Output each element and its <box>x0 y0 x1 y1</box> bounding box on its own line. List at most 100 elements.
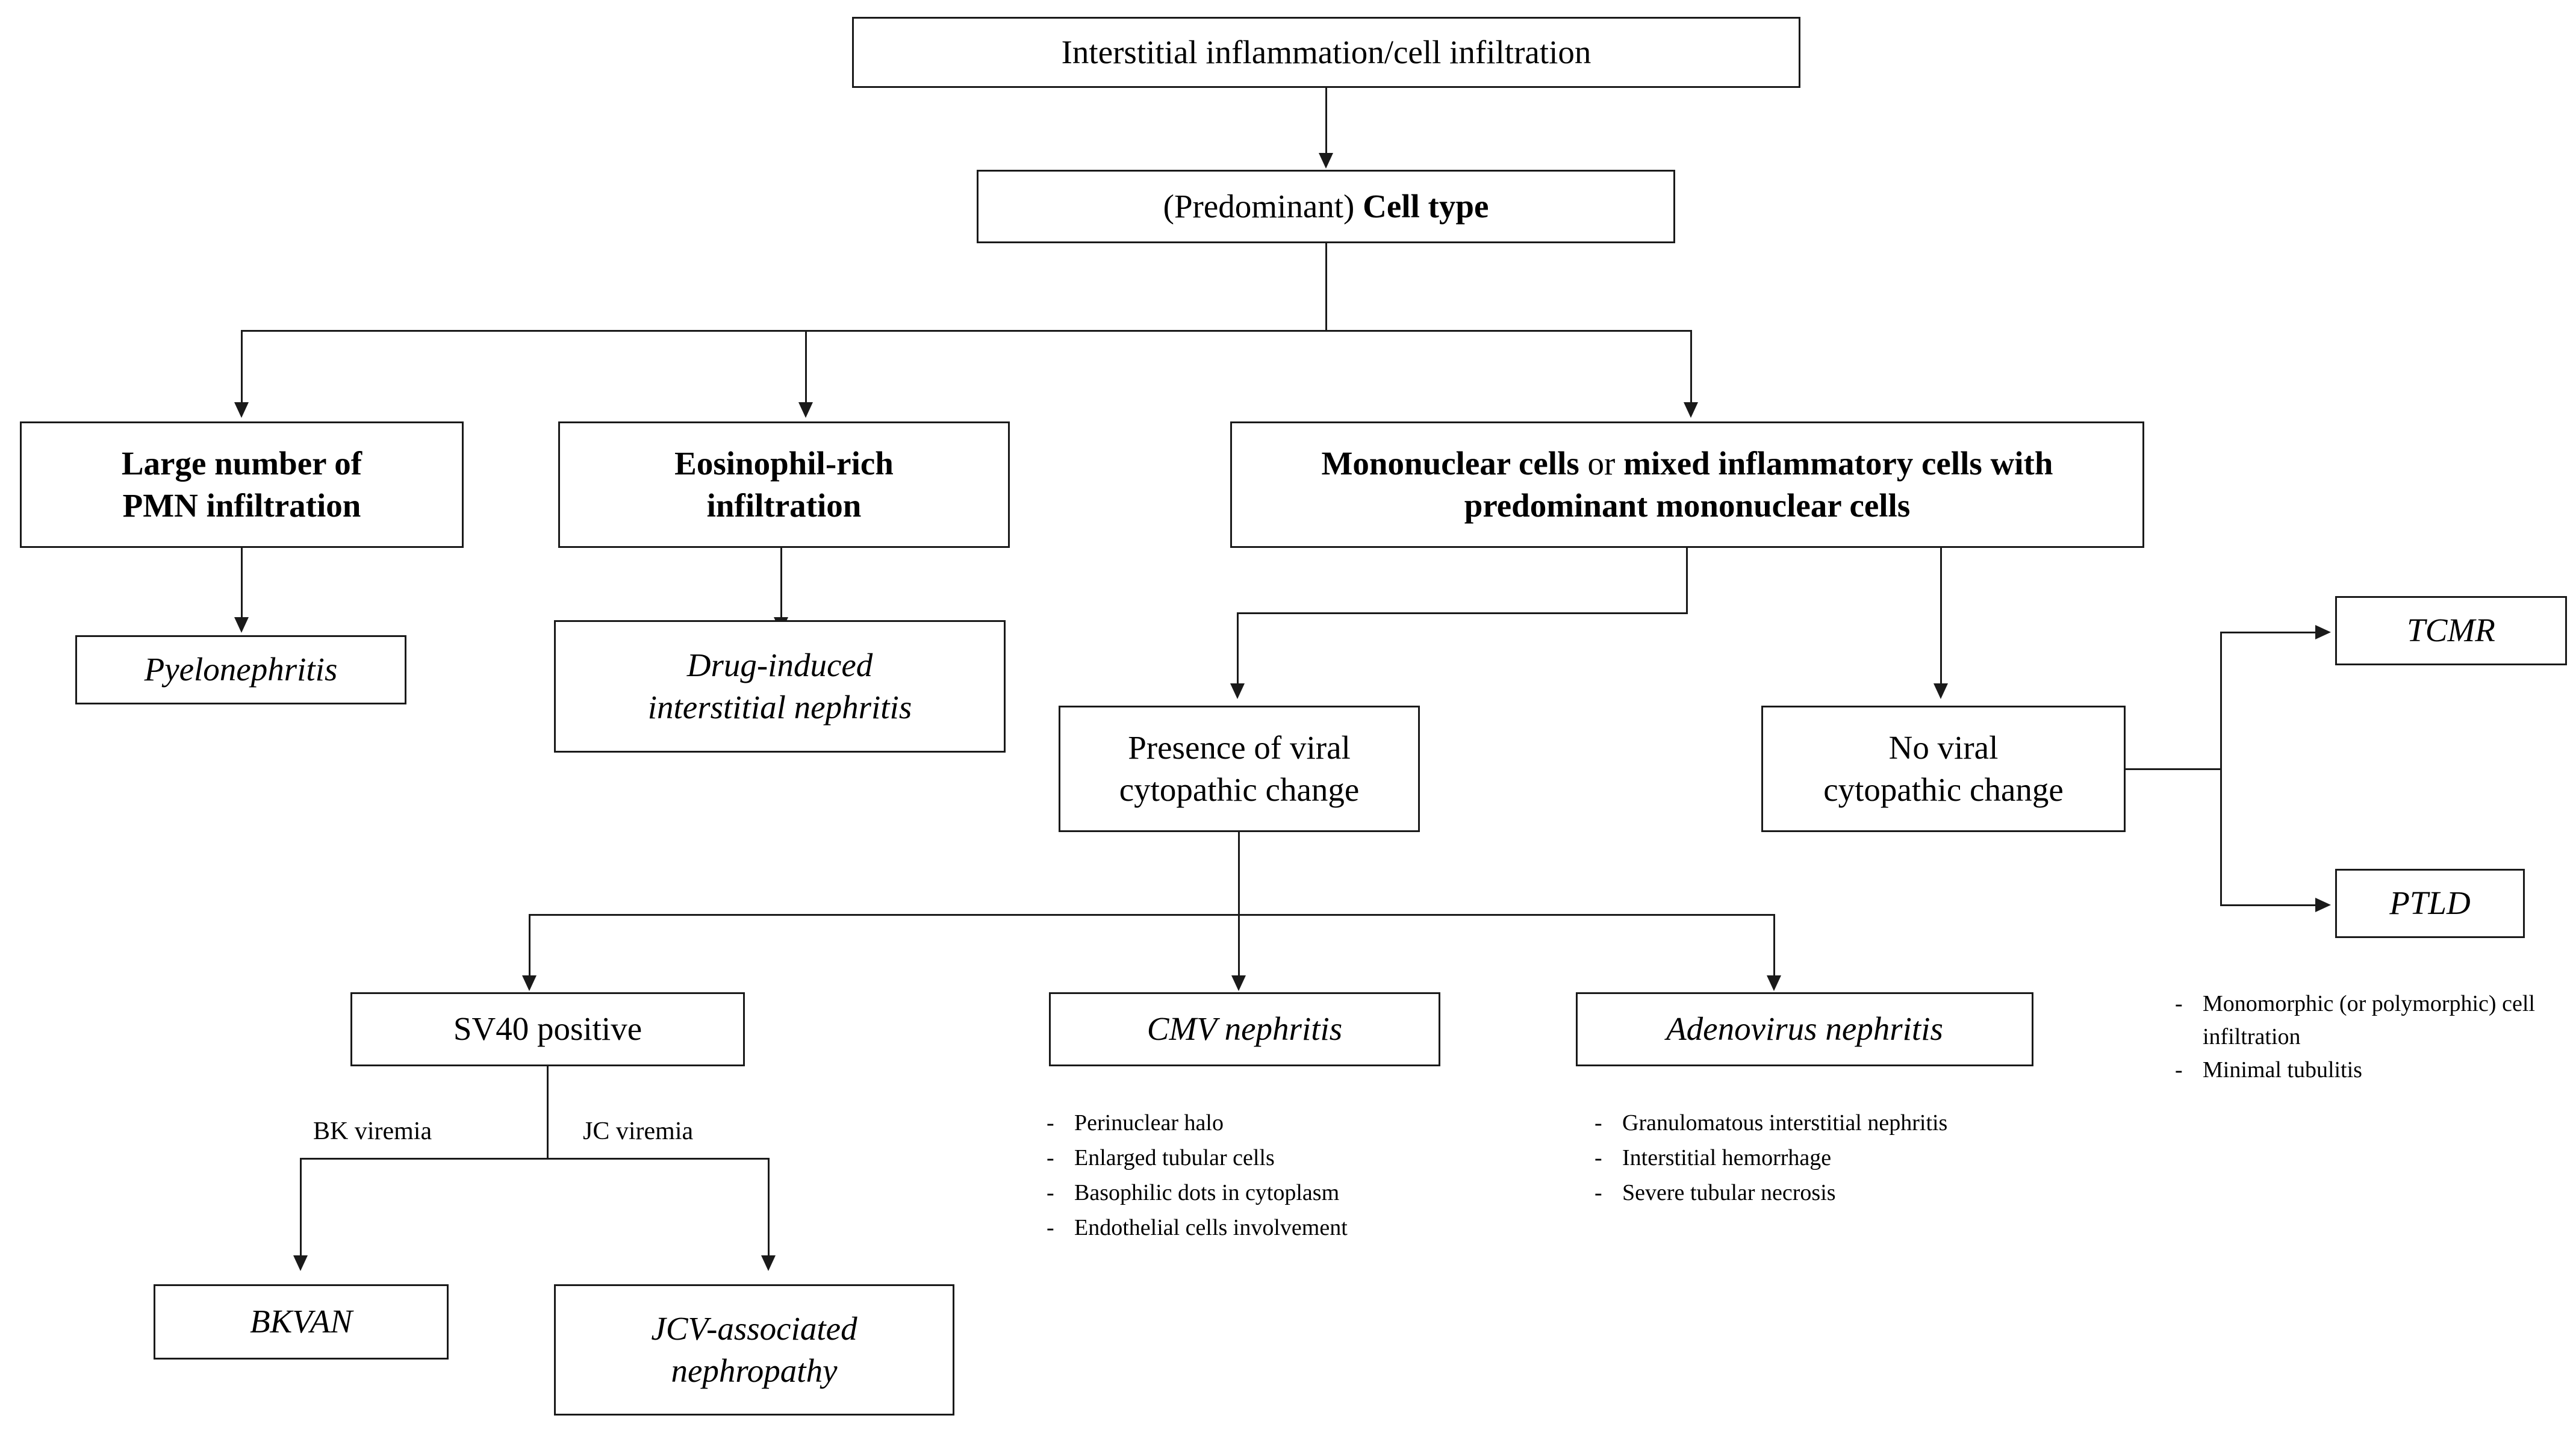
node-bkvan: BKVAN <box>154 1284 449 1360</box>
node-mononuclear-cells: Mononuclear cells or mixed inflammatory … <box>1230 421 2144 548</box>
node-mononuclear-part3: mixed inflammatory cells with predominan… <box>1464 444 2053 524</box>
list-item: - Endothelial cells involvement <box>1047 1210 1348 1245</box>
node-sv40-positive: SV40 positive <box>350 992 745 1066</box>
node-viral-cytopathic-present: Presence of viral cytopathic change <box>1059 706 1420 832</box>
list-item-text: Monomorphic (or polymorphic) cell infilt… <box>2203 991 2535 1050</box>
node-root: Interstitial inflammation/cell infiltrat… <box>852 17 1800 88</box>
arrowhead-to-ptld <box>2315 898 2331 912</box>
node-no-viral-line1: No viral <box>1888 729 1999 766</box>
node-adenovirus-nephritis: Adenovirus nephritis <box>1576 992 2033 1066</box>
bullet-marker: - <box>2175 991 2183 1016</box>
node-cmv-nephritis: CMV nephritis <box>1049 992 1440 1066</box>
list-item: - Severe tubular necrosis <box>1594 1175 1947 1210</box>
node-viral-present-line2: cytopathic change <box>1119 771 1360 808</box>
node-eosinophil-infiltration: Eosinophil-rich infiltration <box>558 421 1010 548</box>
list-item: - Granulomatous interstitial nephritis <box>1594 1105 1947 1140</box>
bullet-list-adenovirus: - Granulomatous interstitial nephritis -… <box>1594 1105 1947 1210</box>
node-pmn-line1: Large number of <box>121 444 362 482</box>
bullet-marker: - <box>1594 1145 1602 1171</box>
bullet-marker: - <box>1594 1180 1602 1206</box>
edge-root-to-celltype <box>1325 88 1327 154</box>
edge-viral-present-stem <box>1238 832 1240 916</box>
list-item: - Minimal tubulitis <box>2175 1054 2572 1087</box>
node-jcv-associated-nephropathy: JCV-associated nephropathy <box>554 1284 954 1416</box>
node-eosinophil-line1: Eosinophil-rich <box>674 444 894 482</box>
node-no-viral-cytopathic: No viral cytopathic change <box>1761 706 2126 832</box>
arrowhead-mononuclear-to-viral-present <box>1230 683 1245 699</box>
bullet-marker: - <box>2175 1057 2183 1083</box>
node-drug-induced-nephritis: Drug-induced interstitial nephritis <box>554 620 1006 753</box>
bullet-marker: - <box>1047 1215 1054 1241</box>
node-no-viral-line2: cytopathic change <box>1823 771 2064 808</box>
edge-tcmr-ptld-split <box>2220 632 2222 906</box>
list-item-text: Endothelial cells involvement <box>1074 1215 1348 1241</box>
node-pmn-line2: PMN infiltration <box>122 487 361 524</box>
edge-sv40-split-bar <box>300 1158 770 1160</box>
bullet-marker: - <box>1594 1110 1602 1136</box>
list-item-text: Interstitial hemorrhage <box>1622 1145 1832 1171</box>
arrowhead-split-to-pmn <box>234 402 249 418</box>
node-jcv-line1: JCV-associated <box>651 1310 857 1347</box>
node-pmn-infiltration: Large number of PMN infiltration <box>20 421 464 548</box>
arrowhead-split-to-adenovirus <box>1767 975 1781 991</box>
edge-no-viral-out <box>2126 768 2222 770</box>
arrowhead-split-to-sv40 <box>522 975 537 991</box>
node-bkvan-label: BKVAN <box>249 1303 353 1340</box>
bullet-marker: - <box>1047 1145 1054 1171</box>
arrowhead-pmn-to-pyelonephritis <box>234 617 249 633</box>
edge-split-to-cmv <box>1238 914 1240 977</box>
node-tcmr-label: TCMR <box>2407 612 2495 649</box>
list-item-text: Severe tubular necrosis <box>1622 1180 1836 1206</box>
list-item-text: Granulomatous interstitial nephritis <box>1622 1110 1948 1136</box>
arrowhead-split-to-cmv <box>1231 975 1246 991</box>
node-viral-present-line1: Presence of viral <box>1128 729 1351 766</box>
arrowhead-split-to-eosinophil <box>798 402 813 418</box>
node-pyelonephritis-label: Pyelonephritis <box>144 651 338 688</box>
edge-sv40-to-bkvan <box>300 1158 302 1257</box>
arrowhead-sv40-to-jcv <box>761 1255 776 1271</box>
arrowhead-to-tcmr <box>2315 625 2331 639</box>
node-sv40-label: SV40 positive <box>453 1010 642 1048</box>
node-mononuclear-part1: Mononuclear cells <box>1321 444 1579 482</box>
node-jcv-line2: nephropathy <box>671 1352 838 1389</box>
node-mononuclear-part2: or <box>1579 444 1624 482</box>
arrowhead-root-to-celltype <box>1319 153 1333 169</box>
node-cell-type-label: Cell type <box>1363 187 1489 225</box>
edge-celltype-split-bar <box>241 330 1692 332</box>
list-item-text: Enlarged tubular cells <box>1074 1145 1275 1171</box>
edge-sv40-stem <box>547 1066 549 1160</box>
edge-split-to-mononuclear <box>1690 330 1692 403</box>
node-drug-induced-line1: Drug-induced <box>686 646 873 683</box>
edge-split-to-tcmr <box>2220 632 2316 633</box>
node-drug-induced-line2: interstitial nephritis <box>647 689 912 726</box>
node-cell-type-prefix: (Predominant) <box>1163 187 1363 225</box>
edge-pmn-to-pyelonephritis <box>241 548 243 618</box>
list-item: - Perinuclear halo <box>1047 1105 1348 1140</box>
edge-split-to-eosinophil <box>805 330 807 403</box>
list-item: - Interstitial hemorrhage <box>1594 1140 1947 1175</box>
edge-split-to-adenovirus <box>1773 914 1775 977</box>
edge-sv40-to-jcv <box>768 1158 770 1257</box>
bullet-list-tcmr-ptld: - Monomorphic (or polymorphic) cell infi… <box>2175 987 2572 1087</box>
node-root-label: Interstitial inflammation/cell infiltrat… <box>1061 33 1591 70</box>
edge-eosinophil-to-drug-induced <box>780 548 782 618</box>
edge-mononuclear-to-no-viral <box>1940 548 1942 685</box>
arrowhead-mononuclear-to-no-viral <box>1934 683 1948 699</box>
node-tcmr: TCMR <box>2335 596 2567 665</box>
node-pyelonephritis: Pyelonephritis <box>75 635 406 704</box>
bullet-list-cmv: - Perinuclear halo - Enlarged tubular ce… <box>1047 1105 1348 1246</box>
edge-label-jc-viremia: JC viremia <box>583 1117 694 1145</box>
node-cmv-label: CMV nephritis <box>1146 1010 1343 1048</box>
node-ptld-label: PTLD <box>2389 884 2471 922</box>
bullet-marker: - <box>1047 1180 1054 1206</box>
edge-celltype-stem <box>1325 243 1327 332</box>
edge-mononuclear-to-viral-present <box>1237 612 1239 685</box>
edge-mononuclear-split-bar <box>1237 612 1688 614</box>
node-adenovirus-label: Adenovirus nephritis <box>1666 1010 1943 1048</box>
edge-mononuclear-stem <box>1686 548 1688 614</box>
list-item-text: Basophilic dots in cytoplasm <box>1074 1180 1340 1206</box>
node-eosinophil-line2: infiltration <box>706 487 862 524</box>
list-item: - Basophilic dots in cytoplasm <box>1047 1175 1348 1210</box>
edge-viral-present-split-bar <box>529 914 1775 916</box>
